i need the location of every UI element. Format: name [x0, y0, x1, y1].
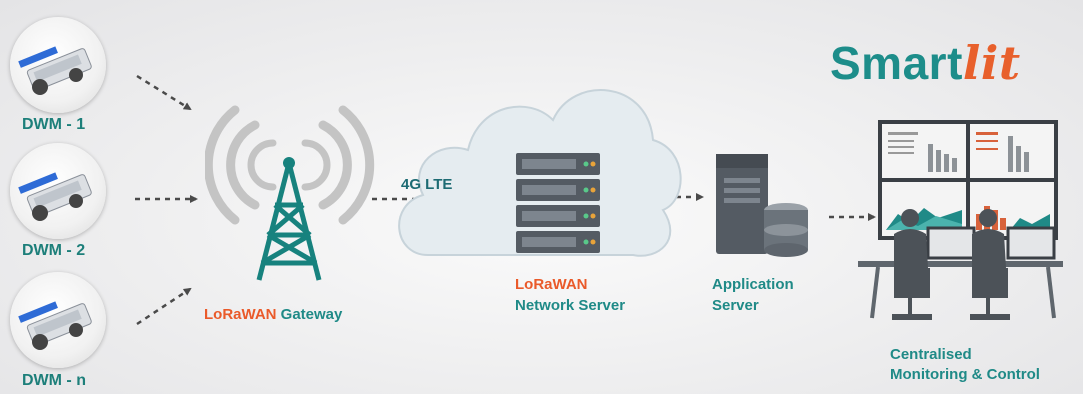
control-room-illustration	[858, 120, 1063, 320]
dwm-device-2	[10, 143, 106, 239]
logo-main-text: Smart	[830, 37, 963, 89]
network-server-rack-icon	[516, 153, 600, 253]
gateway-label-main: Gateway	[280, 306, 343, 323]
lte-label: 4G LTE	[401, 176, 453, 193]
application-server-icon	[716, 154, 808, 257]
network-server-label-line1: LoRaWAN	[515, 276, 588, 293]
smartlit-logo: Smartlit	[830, 36, 1021, 90]
operator-1	[892, 209, 932, 320]
gateway-label-accent: LoRaWAN	[204, 306, 277, 323]
dwm-label-2: DWM - 2	[22, 242, 86, 259]
gateway-label: LoRaWAN Gateway	[204, 306, 342, 323]
control-label-line2: Monitoring & Control	[890, 366, 1040, 383]
control-label-line1: Centralised	[890, 346, 972, 363]
network-server-label-line2: Network Server	[515, 297, 626, 314]
sensor-device-icon	[18, 301, 92, 350]
dwm-label-1: DWM - 1	[22, 116, 86, 133]
dwm-device-n	[10, 272, 106, 368]
app-server-label-line1: Application	[712, 276, 794, 293]
gateway-tower-icon	[205, 105, 375, 281]
arrow-dwmn-gateway	[136, 287, 192, 326]
dwm-device-1	[10, 17, 106, 113]
sensor-device-icon	[18, 172, 92, 221]
sensor-device-icon	[18, 46, 92, 95]
logo-accent-text: lit	[962, 36, 1021, 90]
operator-2	[970, 209, 1010, 320]
arrow-dwm1-gateway	[136, 74, 192, 111]
app-server-label-line2: Server	[712, 297, 759, 314]
dwm-label-n: DWM - n	[22, 372, 86, 389]
